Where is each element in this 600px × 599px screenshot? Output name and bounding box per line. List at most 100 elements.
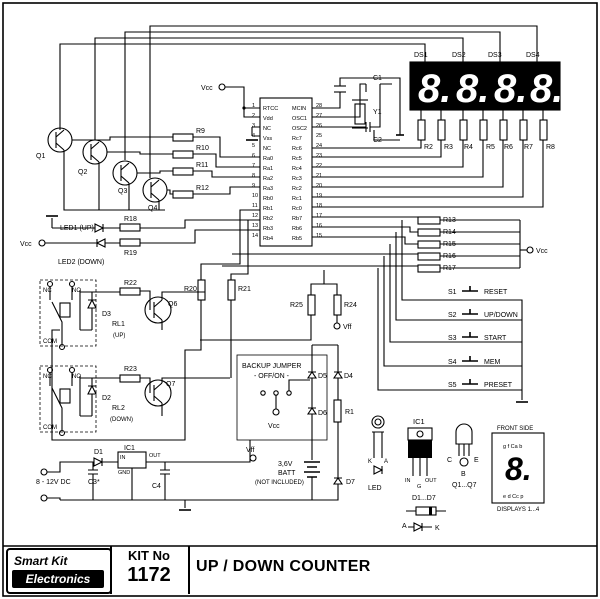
r23-label: R23 bbox=[124, 366, 137, 373]
r2-label: R2 bbox=[424, 144, 433, 151]
d1-label: D1 bbox=[94, 449, 103, 456]
ic-right-pin-label: OSC1 bbox=[292, 116, 307, 122]
ic-body bbox=[259, 97, 313, 247]
rl1-nc-label: NC bbox=[43, 288, 52, 294]
ic-left-pin-number: 13 bbox=[252, 223, 258, 229]
e-pin-label: E bbox=[474, 457, 479, 464]
ic-right-pin-number: 20 bbox=[316, 183, 322, 189]
q7-label: Q7 bbox=[166, 381, 175, 388]
ic-right-pin-label: Rc5 bbox=[292, 156, 302, 162]
microcontroller: RTCC1Vdd2NC3Vss4NC5Ra06Ra17Ra28Ra39Rb010… bbox=[252, 97, 322, 247]
diode-legend-label: D1...D7 bbox=[412, 495, 436, 502]
diode-k-label: K bbox=[435, 525, 440, 532]
ic-left-pin-label: Rb3 bbox=[263, 226, 273, 232]
ic-left-pin-number: 7 bbox=[252, 163, 255, 169]
front-side-label: FRONT SIDE bbox=[497, 426, 533, 432]
display-ds2: 8. DS2 bbox=[448, 52, 489, 111]
ic-left-pin-label: Rb2 bbox=[263, 216, 273, 222]
ic-right-pin-label: Rc1 bbox=[292, 196, 302, 202]
ic-right-pin-label: Rc0 bbox=[292, 206, 302, 212]
ic-left-pin-label: Rb0 bbox=[263, 196, 273, 202]
kit-number-block: KIT No 1172 bbox=[114, 548, 184, 590]
q6-label: Q6 bbox=[168, 301, 177, 308]
display-ds4: 8. DS4 bbox=[524, 52, 563, 111]
reg-legend-g: G bbox=[417, 484, 421, 490]
r24-label: R24 bbox=[344, 302, 357, 309]
ic-right-pin-number: 15 bbox=[316, 233, 322, 239]
rl1-com-label: COM bbox=[43, 339, 57, 345]
d4-label: D4 bbox=[344, 373, 353, 380]
led-a-label: A bbox=[384, 459, 388, 465]
vff-label-bottom: Vff bbox=[246, 447, 254, 454]
footer-separator-2 bbox=[188, 546, 190, 594]
ic-left-pin-label: NC bbox=[263, 146, 271, 152]
b-pin-label: B bbox=[461, 471, 466, 478]
s2-label: S2 bbox=[448, 312, 457, 319]
ic-right-pin-label: Rc2 bbox=[292, 186, 302, 192]
display-digit-4: 8. bbox=[530, 67, 563, 111]
logo-line-1: Smart Kit bbox=[14, 554, 68, 568]
led2-label: LED2 (DOWN) bbox=[58, 259, 104, 266]
q3-label: Q3 bbox=[118, 188, 127, 195]
rl2-no-label: NO bbox=[72, 374, 81, 380]
s3-label: S3 bbox=[448, 335, 457, 342]
legend-led: K A LED bbox=[368, 415, 388, 492]
d6-label: D6 bbox=[318, 410, 327, 417]
ic-right-pin-number: 25 bbox=[316, 133, 322, 139]
ic-left-pin-number: 8 bbox=[252, 173, 255, 179]
legend-display: FRONT SIDE g f Ca b 8. e d Cc p DISPLAYS… bbox=[491, 426, 545, 513]
ic-right-pin-label: Rc4 bbox=[292, 166, 302, 172]
batt-label: 3,6V bbox=[278, 461, 293, 468]
ic-left-pin-label: Ra3 bbox=[263, 186, 273, 192]
r18-label: R18 bbox=[124, 216, 137, 223]
d7-label: D7 bbox=[346, 479, 355, 486]
rl1-no-label: NO bbox=[72, 288, 81, 294]
ds1-label: DS1 bbox=[414, 52, 428, 59]
supply-terminal-plus bbox=[40, 468, 48, 476]
ic-right-pin-number: 17 bbox=[316, 213, 322, 219]
ic-left-pin-number: 5 bbox=[252, 143, 255, 149]
ic-right-pin-label: Rc7 bbox=[292, 136, 302, 142]
c1-label: C1 bbox=[373, 75, 382, 82]
ic-left-pin-label: Ra1 bbox=[263, 166, 273, 172]
kit-number: 1172 bbox=[127, 564, 171, 586]
c-pin-label: C bbox=[447, 457, 452, 464]
ic-right-pin-label: OSC2 bbox=[292, 126, 307, 132]
ds2-label: DS2 bbox=[452, 52, 466, 59]
ic-left-pin-number: 6 bbox=[252, 153, 255, 159]
y1-label: Y1 bbox=[373, 109, 382, 116]
ic-left-pin-label: NC bbox=[263, 126, 271, 132]
ic-left-pin-label: Ra2 bbox=[263, 176, 273, 182]
reg-number: 7805 bbox=[412, 448, 426, 454]
ic-left-pin-number: 2 bbox=[252, 113, 255, 119]
display-digit-3: 8. bbox=[494, 67, 527, 111]
r3-label: R3 bbox=[444, 144, 453, 151]
transistor-q2: Q2 bbox=[78, 139, 108, 176]
kit-label: KIT No bbox=[128, 548, 170, 563]
vcc-terminal-top bbox=[218, 83, 226, 91]
ic-right-pin-number: 16 bbox=[316, 223, 322, 229]
rl2-nc-label: NC bbox=[43, 374, 52, 380]
s5-label: S5 bbox=[448, 382, 457, 389]
reg-legend-in: IN bbox=[405, 478, 411, 484]
r9-label: R9 bbox=[196, 128, 205, 135]
vcc-terminal-right bbox=[526, 246, 534, 254]
transistor-q4: Q4 bbox=[142, 177, 168, 212]
rl2-label: RL2 bbox=[112, 405, 125, 412]
reg-legend-out: OUT bbox=[425, 478, 437, 484]
vff-terminal-bottom bbox=[249, 454, 257, 462]
page-title: UP / DOWN COUNTER bbox=[196, 558, 371, 575]
display-digit-1: 8. bbox=[418, 67, 451, 111]
ds3-label: DS3 bbox=[488, 52, 502, 59]
supply-terminal-minus bbox=[40, 494, 48, 502]
display-pin-top: g f Ca b bbox=[503, 444, 522, 450]
c4-label: C4 bbox=[152, 483, 161, 490]
c3-label: C3* bbox=[88, 479, 100, 486]
footer-separator-1 bbox=[110, 546, 112, 594]
d2-label: D2 bbox=[102, 395, 111, 402]
backup-jumper-box: BACKUP JUMPER - OFF/ON - Vcc bbox=[236, 354, 328, 441]
ic-right-pin-label: Rb6 bbox=[292, 226, 302, 232]
vcc-label-right: Vcc bbox=[536, 248, 548, 255]
vcc-terminal-left bbox=[38, 239, 46, 247]
r21-label: R21 bbox=[238, 286, 251, 293]
